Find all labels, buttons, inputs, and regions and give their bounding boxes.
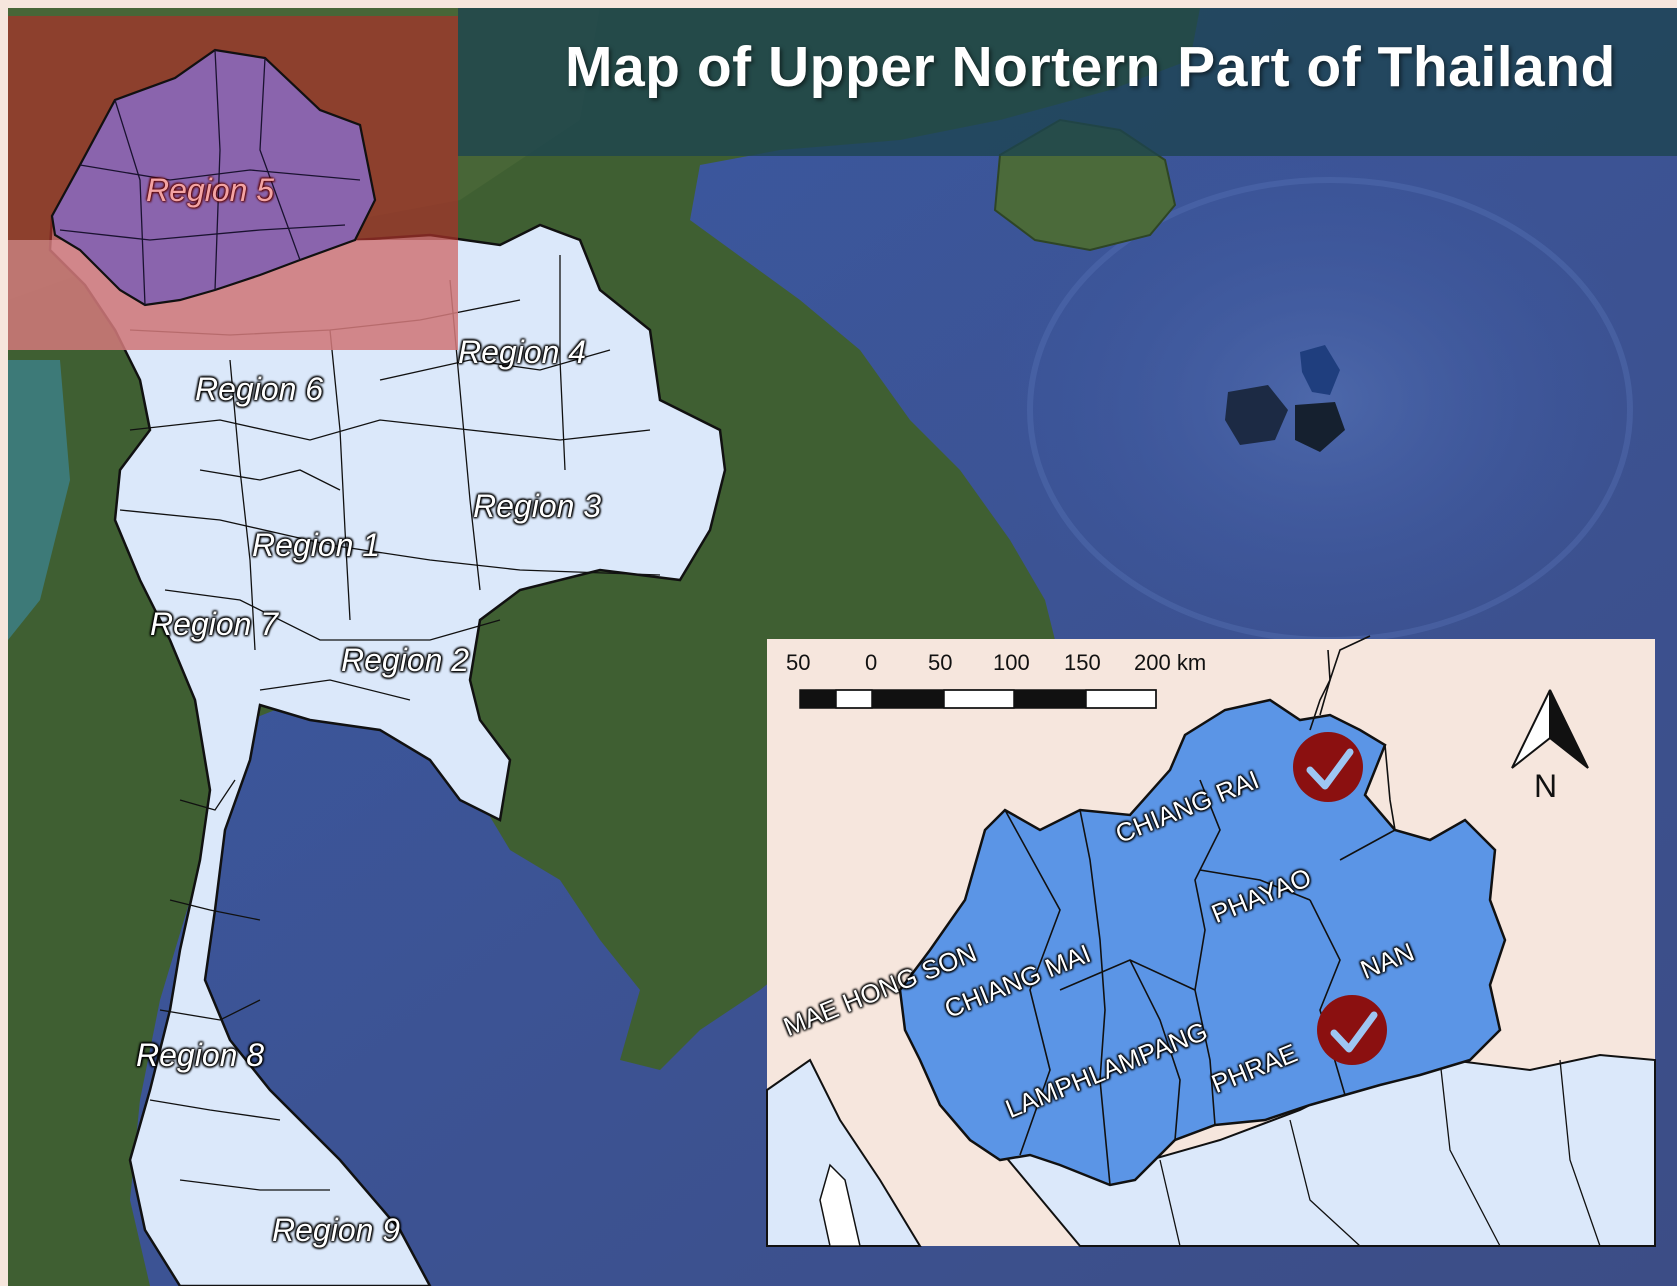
region-label-7: Region 7 xyxy=(150,606,279,642)
sea-relief xyxy=(990,140,1650,660)
region5-area xyxy=(50,48,377,307)
inset-water xyxy=(819,1163,861,1247)
scale-label-150: 150 xyxy=(1064,650,1101,675)
paracel-islands-3 xyxy=(1295,402,1345,452)
region-label-9: Region 9 xyxy=(272,1212,401,1248)
region-label-8: Region 8 xyxy=(136,1037,265,1073)
scale-bar xyxy=(799,689,1157,709)
region-label-3: Region 3 xyxy=(473,488,602,524)
inset-lower-boundaries xyxy=(1159,1059,1601,1247)
region-label-2: Region 2 xyxy=(341,642,470,678)
inset-map xyxy=(766,639,1656,1247)
paracel-islands xyxy=(1225,385,1288,445)
scale-label-50-left: 50 xyxy=(786,650,811,675)
scale-label-200-km: 200 km xyxy=(1134,650,1207,675)
north-arrow-icon xyxy=(1511,689,1589,769)
paracel-islands-2 xyxy=(1300,345,1340,395)
region-label-4: Region 4 xyxy=(458,334,587,370)
scale-label-0: 0 xyxy=(865,650,878,675)
map-title: Map of Upper Nortern Part of Thailand xyxy=(565,35,1616,99)
region-label-6: Region 6 xyxy=(195,371,324,407)
scale-label-50: 50 xyxy=(928,650,953,675)
inset-lower-provinces xyxy=(766,1058,922,1247)
region5-boundaries xyxy=(59,49,361,306)
check-circle-icon xyxy=(1293,732,1363,802)
title-band xyxy=(458,8,1677,156)
inset-border-river xyxy=(1319,635,1371,716)
north-arrow-label: N xyxy=(1534,768,1558,804)
check-circle-icon xyxy=(1317,995,1387,1065)
scale-label-100: 100 xyxy=(993,650,1030,675)
region-label-5: Region 5 xyxy=(146,172,275,208)
region-label-1: Region 1 xyxy=(252,527,381,563)
inset-province-boundaries xyxy=(1004,649,1396,1186)
coast-shallows xyxy=(8,360,70,640)
